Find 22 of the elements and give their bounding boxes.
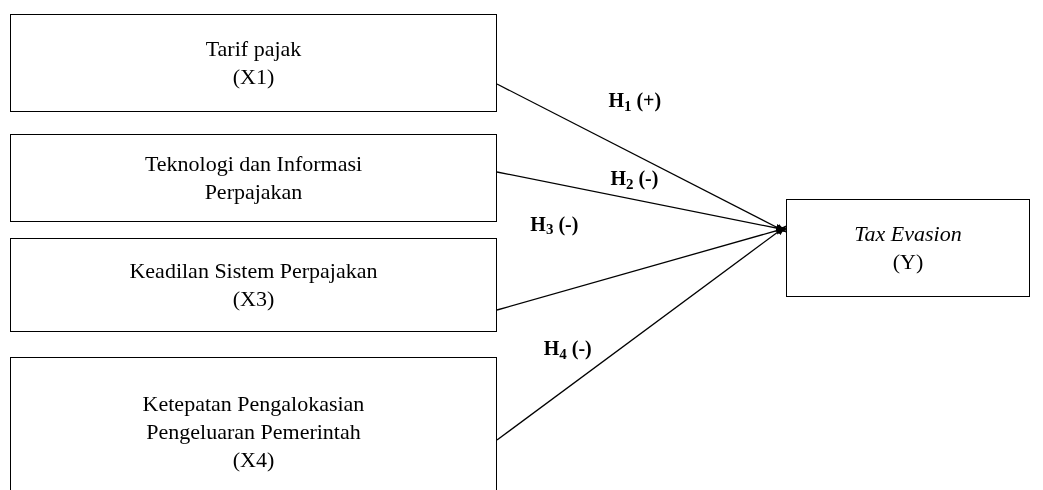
variable-label: (X3) (232, 285, 275, 313)
arrow (496, 225, 787, 441)
variable-label: Tarif pajak (205, 35, 302, 63)
edge-label: H$_{3}$ (-) (530, 211, 579, 236)
arrow (496, 171, 787, 232)
variable-label: (X4) (232, 446, 275, 474)
edge-label: H$_{1}$ (+) (608, 88, 662, 113)
edge-label: H$_{2}$ (-) (610, 166, 659, 191)
arrow (496, 226, 787, 311)
variable-label: Tax Evasion (854, 220, 962, 248)
variable-label: Ketepatan Pengalokasian Pengeluaran Pemerintah (141, 390, 366, 446)
variable-label: Keadilan Sistem Perpajakan (129, 257, 378, 285)
variable-box (10, 14, 497, 112)
arrow (496, 83, 787, 233)
variable-label: (X1) (232, 63, 275, 91)
variable-box (10, 134, 497, 222)
variable-label: (Y) (892, 248, 924, 276)
variable-box (10, 357, 497, 490)
edge-label: H$_{4}$ (-) (543, 335, 592, 360)
variable-box (10, 238, 497, 332)
variable-label: Teknologi dan Informasi Perpajakan (143, 150, 364, 206)
variable-box (786, 199, 1030, 297)
